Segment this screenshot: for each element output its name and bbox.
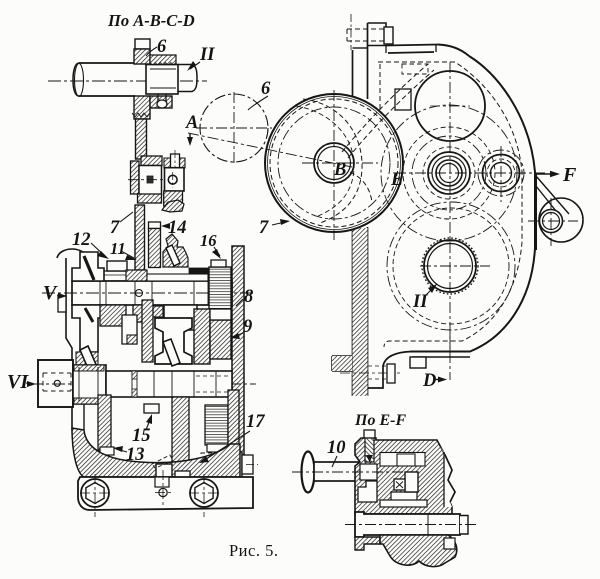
svg-text:По Е-F: По Е-F [354, 412, 406, 429]
svg-text:II: II [412, 292, 428, 312]
svg-text:9: 9 [243, 317, 252, 337]
svg-text:B: B [333, 160, 346, 180]
svg-text:11: 11 [110, 239, 126, 258]
svg-text:D: D [422, 371, 436, 391]
svg-text:A: A [185, 113, 198, 133]
svg-text:17: 17 [246, 412, 265, 432]
svg-text:F: F [562, 164, 577, 186]
svg-text:6: 6 [157, 37, 167, 57]
svg-text:13: 13 [126, 445, 145, 465]
svg-text:7: 7 [259, 218, 269, 238]
svg-text:VI: VI [7, 371, 29, 393]
svg-text:E: E [390, 170, 403, 190]
svg-text:14: 14 [168, 218, 187, 238]
svg-text:7: 7 [110, 218, 120, 238]
svg-text:15: 15 [132, 426, 151, 446]
svg-text:16: 16 [200, 231, 217, 250]
svg-text:6: 6 [261, 79, 271, 99]
svg-text:По А-В-С-D: По А-В-С-D [107, 11, 195, 30]
svg-text:II: II [199, 45, 215, 65]
svg-text:V: V [43, 282, 58, 304]
svg-text:8: 8 [244, 287, 253, 307]
svg-text:10: 10 [327, 438, 346, 458]
svg-text:Рис. 5.: Рис. 5. [229, 541, 278, 560]
svg-text:12: 12 [72, 230, 91, 250]
